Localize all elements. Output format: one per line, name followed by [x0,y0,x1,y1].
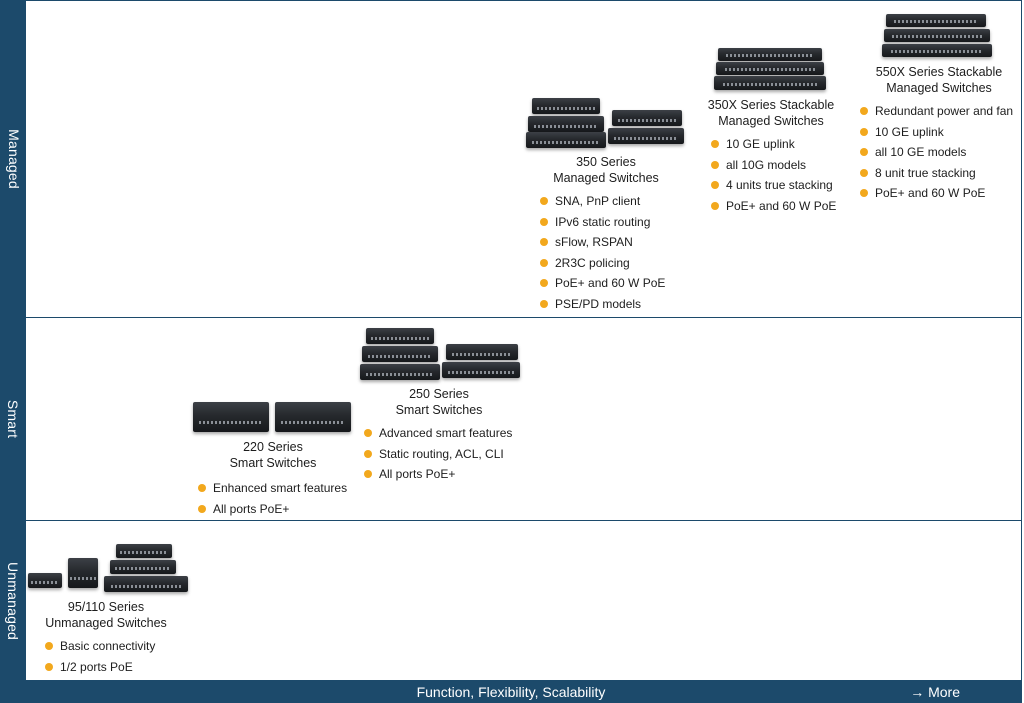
bullet-item: 8 unit true stacking [860,163,1013,184]
bullet-item: all 10G models [711,155,836,176]
bullet-item: 4 units true stacking [711,175,836,196]
bullet-item: 10 GE uplink [711,134,836,155]
bullet-list-250: Advanced smart features Static routing, … [364,423,512,485]
band-label-unmanaged: Unmanaged [1,521,26,680]
switch-image-350 [526,96,686,152]
product-title-220: 220 Series Smart Switches [203,439,343,471]
title-line: 220 Series [243,440,303,454]
axis-footer: Function, Flexibility, Scalability → Mor… [0,681,1022,703]
band-label-smart: Smart [1,318,26,520]
bullet-item: 10 GE uplink [860,122,1013,143]
bullet-list-95-110: Basic connectivity 1/2 ports PoE [45,636,155,677]
title-line: Unmanaged Switches [45,616,167,630]
product-title-550x: 550X Series Stackable Managed Switches [864,64,1014,96]
switch-image-350x [714,46,834,94]
title-line: 550X Series Stackable [875,65,1003,79]
bullet-list-350: SNA, PnP client IPv6 static routing sFlo… [540,191,665,314]
bullet-item: Static routing, ACL, CLI [364,444,512,465]
title-line: 350 Series [576,155,636,169]
bullet-item: 2R3C policing [540,253,665,274]
product-title-250: 250 Series Smart Switches [369,386,509,418]
bullet-item: All ports PoE+ [364,464,512,485]
bullet-item: 1/2 ports PoE [45,657,155,678]
bullet-item: SNA, PnP client [540,191,665,212]
bullet-item: PoE+ and 60 W PoE [711,196,836,217]
switch-image-550x [882,12,998,60]
product-title-95-110: 95/110 Series Unmanaged Switches [36,599,176,631]
title-line: 95/110 Series [67,600,145,614]
axis-more-label: → More [910,684,960,700]
bullet-item: all 10 GE models [860,142,1013,163]
bullet-item: PoE+ and 60 W PoE [540,273,665,294]
title-line: 350X Series Stackable [707,98,835,112]
bullet-item: PSE/PD models [540,294,665,315]
bullet-item: IPv6 static routing [540,212,665,233]
title-line: Smart Switches [395,403,483,417]
bullet-item: Enhanced smart features [198,478,347,499]
bullet-item: Redundant power and fan [860,101,1013,122]
product-title-350x: 350X Series Stackable Managed Switches [696,97,846,129]
switch-image-220 [193,398,353,438]
title-line: Smart Switches [229,456,317,470]
title-line: Managed Switches [886,81,992,95]
band-label-managed: Managed [1,1,26,317]
bullet-item: sFlow, RSPAN [540,232,665,253]
switch-image-250 [360,326,520,382]
bullet-item: Advanced smart features [364,423,512,444]
title-line: 250 Series [409,387,469,401]
title-line: Managed Switches [553,171,659,185]
bullet-item: PoE+ and 60 W PoE [860,183,1013,204]
bullet-item: All ports PoE+ [198,499,347,520]
bullet-list-550x: Redundant power and fan 10 GE uplink all… [860,101,1013,204]
band-label-managed-text: Managed [5,129,22,189]
title-line: Managed Switches [718,114,824,128]
bullet-list-350x: 10 GE uplink all 10G models 4 units true… [711,134,836,216]
bullet-item: Basic connectivity [45,636,155,657]
band-unmanaged: Unmanaged [0,520,1022,681]
switch-image-95-110 [28,540,188,596]
bullet-list-220: Enhanced smart features All ports PoE+ [198,478,347,519]
band-label-unmanaged-text: Unmanaged [5,561,22,640]
product-title-350: 350 Series Managed Switches [536,154,676,186]
band-label-smart-text: Smart [5,399,22,439]
axis-label: Function, Flexibility, Scalability [416,684,606,700]
